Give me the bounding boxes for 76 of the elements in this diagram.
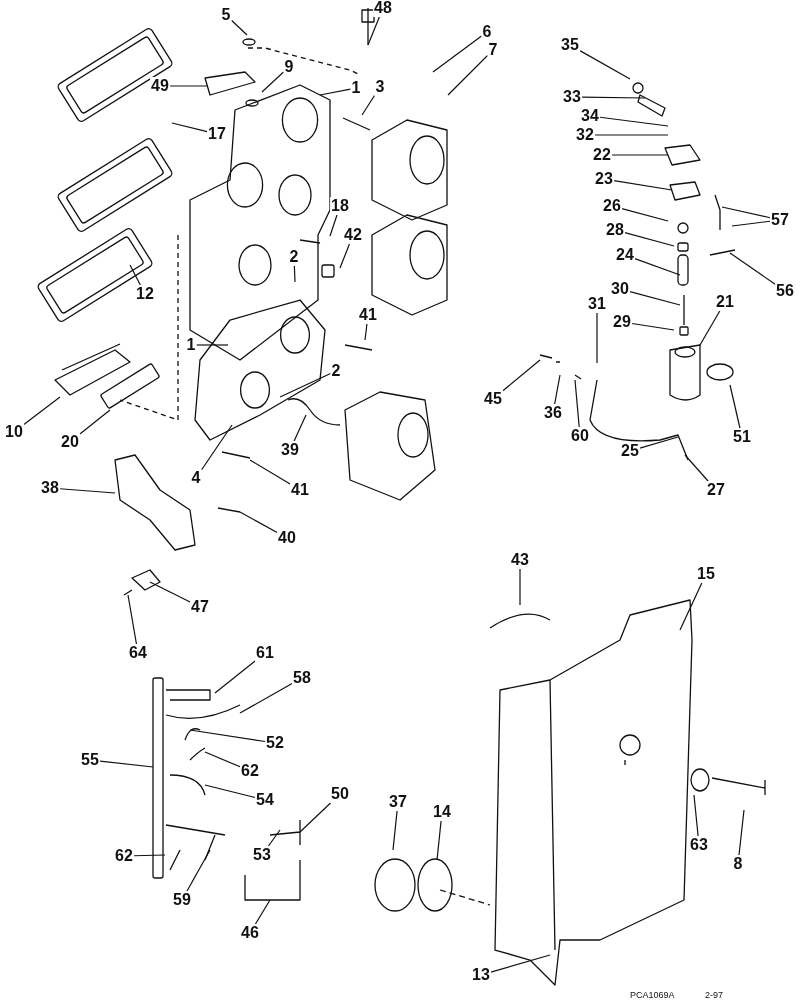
leader-line [59, 488, 116, 494]
leader-line [239, 683, 293, 714]
callout-number: 42 [343, 226, 363, 244]
callout-number: 61 [255, 644, 275, 662]
figure-code: PCA1069A [630, 990, 675, 1000]
leader-line [230, 19, 248, 36]
leader-line [267, 829, 281, 847]
leader-line [574, 379, 580, 428]
leader-line [721, 206, 771, 219]
leader-line [629, 291, 681, 306]
leader-line [329, 214, 338, 237]
leader-line [214, 660, 256, 694]
leader-line [579, 50, 631, 80]
leader-line [731, 220, 771, 227]
leader-line [364, 323, 368, 341]
leader-line [624, 232, 675, 247]
leader-line [204, 784, 256, 799]
leader-line [599, 116, 669, 127]
leader-line [639, 436, 679, 449]
leader-line [367, 16, 380, 46]
leader-line [249, 459, 291, 485]
leader-line [133, 854, 166, 857]
leader-line [693, 794, 699, 837]
leader-line [729, 252, 776, 285]
leader-line [200, 424, 233, 471]
leader-line [490, 954, 551, 973]
leader-line [596, 312, 598, 364]
leader-line [634, 258, 681, 276]
leader-line [204, 751, 241, 768]
leader-line [186, 849, 211, 892]
leader-line [293, 414, 307, 442]
leader-line [99, 760, 154, 768]
leader-line [279, 372, 332, 398]
leader-line [699, 310, 721, 346]
callout-number: 35 [560, 36, 580, 54]
leader-line [581, 96, 646, 99]
leader-line [447, 54, 489, 96]
leader-line [361, 94, 376, 116]
leader-line [621, 208, 669, 222]
leader-line [611, 154, 669, 156]
leader-line [254, 899, 271, 925]
leader-line [149, 581, 191, 603]
leader-line [23, 396, 61, 426]
leader-line [684, 454, 709, 482]
leader-line [519, 568, 521, 606]
callout-number: 21 [715, 293, 735, 311]
leader-line [339, 243, 351, 269]
callout-number: 50 [330, 785, 350, 803]
leader-line [319, 88, 352, 96]
leader-line [594, 134, 669, 136]
leader-line [189, 729, 266, 743]
leader-line [79, 409, 111, 435]
leader-line [554, 374, 561, 405]
leader-line [631, 322, 675, 331]
callout-number: 48 [373, 0, 393, 17]
leader-line [293, 265, 296, 283]
leader-line [738, 809, 745, 856]
leader-line [129, 264, 141, 286]
callout-number: 58 [292, 669, 312, 687]
leader-line [169, 85, 209, 87]
leader-line [613, 180, 673, 191]
leader-line [729, 384, 741, 429]
leader-line [392, 810, 398, 851]
leader-line [127, 594, 138, 645]
leader-line [239, 511, 278, 534]
leader-line [261, 71, 285, 93]
callout-number: 18 [330, 197, 350, 215]
leader-line [195, 344, 229, 346]
figure-code: 2-97 [705, 990, 723, 1000]
leader-line [436, 820, 442, 861]
leader-line [679, 582, 703, 631]
leader-line [299, 802, 332, 833]
leader-line [432, 35, 483, 73]
callout-number: 15 [696, 565, 716, 583]
leader-line [171, 122, 208, 133]
leader-line [502, 359, 541, 392]
